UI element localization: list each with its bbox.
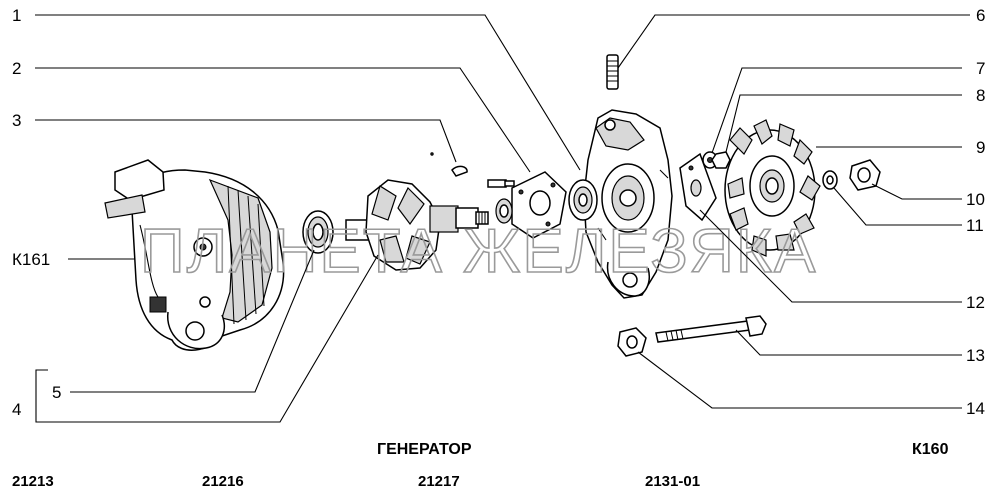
callout-12: 12: [966, 293, 985, 312]
callout-2: 2: [12, 59, 21, 78]
model-number: 21217: [418, 473, 460, 490]
callout-4: 4: [12, 400, 21, 419]
leader-line-11: [833, 187, 962, 226]
callout-1: 1: [12, 6, 21, 25]
pulley-nut: [849, 159, 881, 191]
leader-line-10: [871, 183, 962, 200]
leader-line-5: [70, 249, 315, 393]
spring-washer: [822, 170, 838, 190]
callout-8: 8: [976, 86, 985, 105]
callout-11: 11: [966, 216, 984, 235]
leader-lines: [35, 14, 970, 423]
pulley-fan: [724, 119, 821, 257]
model-number: 2131-01: [645, 473, 700, 490]
leader-line-1: [35, 14, 581, 171]
model-number: 21213: [12, 473, 54, 490]
watermark-text: ПЛАНЕТА ЖЕЛЕЗЯКА: [140, 217, 817, 286]
callout-7: 7: [976, 59, 985, 78]
stud-bolt: [606, 54, 619, 90]
spacer-plate: [679, 152, 717, 222]
leader-line-14: [637, 351, 962, 409]
bearing-cover-plate: [487, 171, 567, 239]
callout-k161: К161: [12, 250, 50, 269]
rotor: [345, 179, 489, 271]
callout-9: 9: [976, 138, 985, 157]
leader-line-8: [725, 94, 962, 153]
leader-line-3: [35, 119, 457, 163]
leader-line-13: [735, 329, 962, 356]
model-list: 21213 21216 21217 2131-01: [12, 473, 700, 490]
segment-key: [430, 152, 468, 177]
callout-3: 3: [12, 111, 21, 130]
callout-6: 6: [976, 6, 985, 25]
mounting-bolt: [655, 315, 767, 343]
callout-5: 5: [52, 383, 61, 402]
leader-line-6: [617, 14, 970, 69]
callout-labels: 1 2 3 К161 5 4 6 7 8 9 10 11 12 13 14: [12, 6, 985, 419]
leader-line-7: [711, 67, 962, 154]
callout-13: 13: [966, 346, 985, 365]
callout-14: 14: [966, 399, 985, 418]
diagram-code: К160: [912, 441, 949, 458]
diagram-title: ГЕНЕРАТОР: [377, 441, 472, 458]
callout-10: 10: [966, 190, 985, 209]
leader-line-2: [35, 67, 531, 173]
leader-line-12: [699, 209, 962, 303]
alternator-housing: [104, 159, 285, 351]
model-number: 21216: [202, 473, 244, 490]
mounting-nut: [617, 327, 647, 357]
bracket-4-5: [35, 369, 48, 423]
washer-and-nut: [702, 151, 731, 169]
leader-line-4: [36, 254, 379, 423]
rear-bearing: [302, 210, 334, 254]
drive-end-cover: [568, 109, 673, 299]
